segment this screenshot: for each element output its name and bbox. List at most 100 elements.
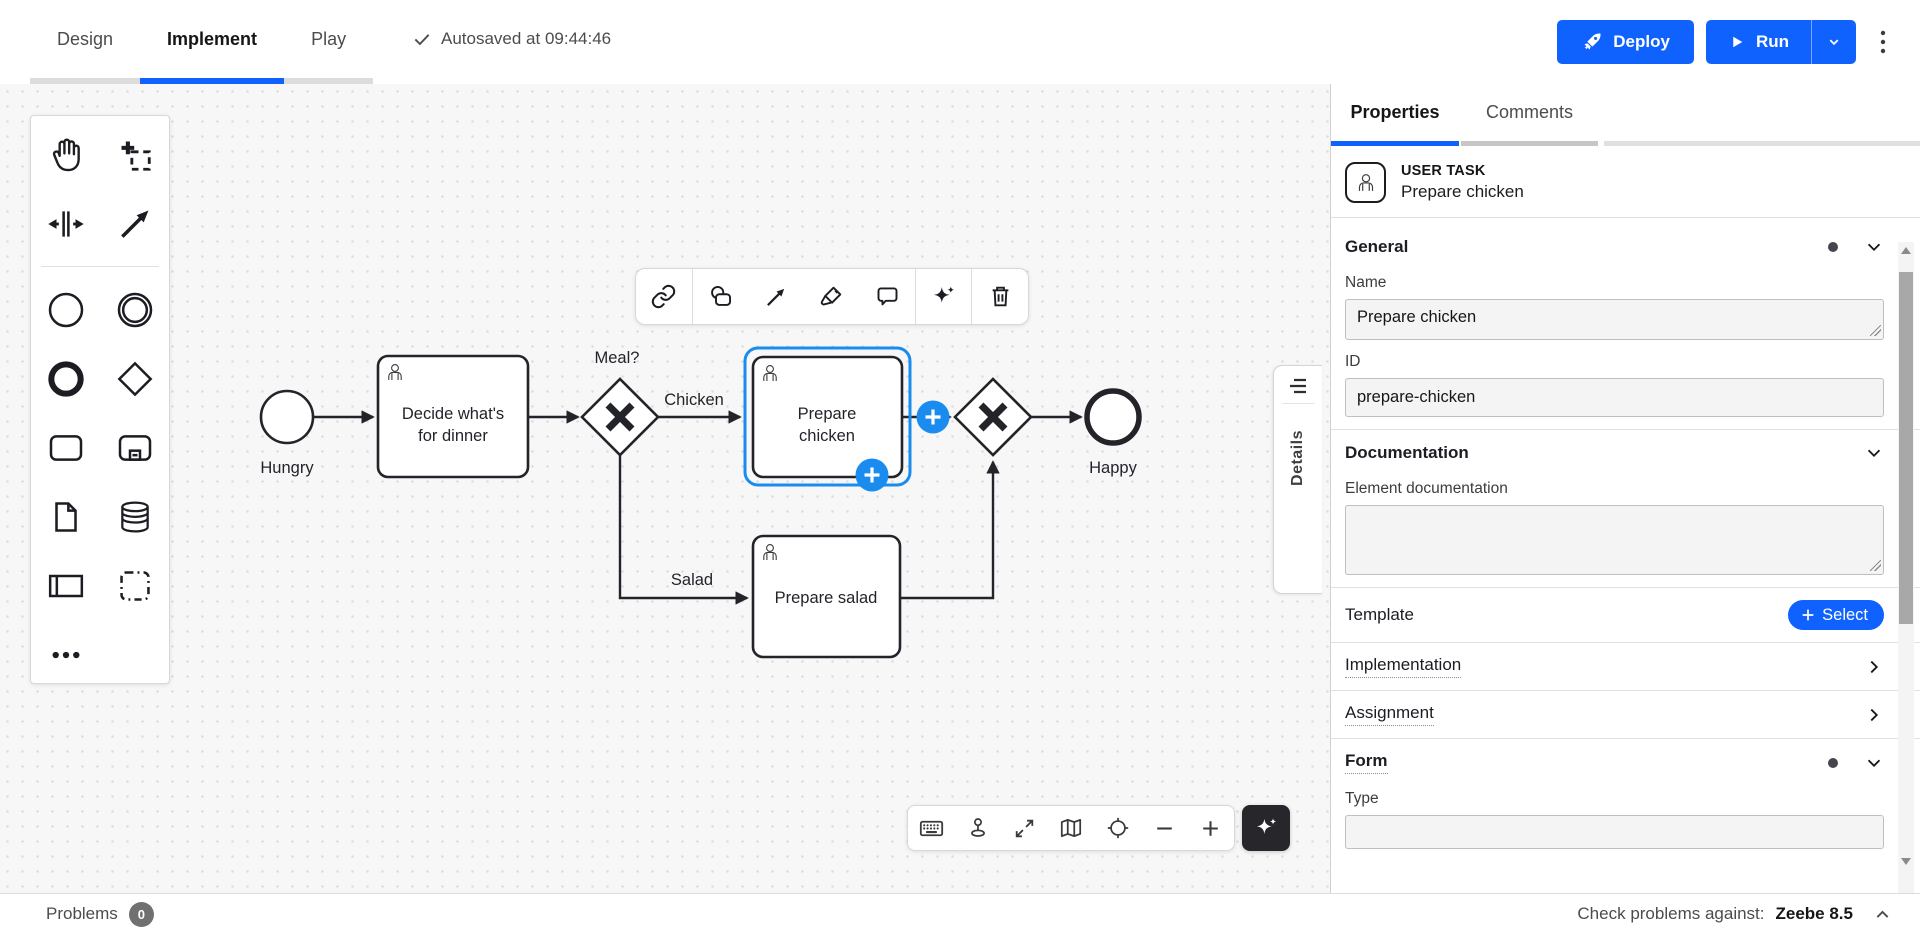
tab-comments[interactable]: Comments bbox=[1461, 84, 1598, 146]
chevron-right-icon bbox=[1864, 705, 1884, 725]
task-label: Prepare salad bbox=[775, 589, 878, 607]
form-type-label: Type bbox=[1345, 790, 1884, 808]
start-event-hungry[interactable] bbox=[261, 391, 313, 443]
task-decide-dinner[interactable]: Decide what's for dinner bbox=[378, 356, 528, 477]
task-prepare-chicken-selected[interactable]: Prepare chicken bbox=[753, 357, 902, 477]
section-title: Form bbox=[1345, 751, 1388, 774]
kebab-menu-icon[interactable] bbox=[1868, 20, 1898, 64]
list-lines-icon bbox=[1286, 375, 1310, 397]
end-event-icon[interactable] bbox=[31, 344, 100, 413]
deploy-label: Deploy bbox=[1613, 32, 1670, 52]
global-connect-tool-icon[interactable] bbox=[100, 189, 169, 258]
form-type-input[interactable] bbox=[1345, 815, 1884, 849]
chevron-up-icon bbox=[1873, 905, 1892, 924]
tab-play[interactable]: Play bbox=[284, 0, 373, 84]
run-button[interactable]: Run bbox=[1706, 20, 1812, 64]
rocket-icon bbox=[1581, 31, 1603, 53]
bpmn-canvas[interactable]: Hungry Decide what's for dinner Meal? Ch… bbox=[0, 84, 1330, 893]
end-event-happy[interactable] bbox=[1087, 391, 1139, 443]
tool-palette bbox=[30, 115, 170, 684]
zoom-out-icon[interactable] bbox=[1141, 806, 1188, 850]
participant-icon[interactable] bbox=[31, 551, 100, 620]
hand-tool-icon[interactable] bbox=[31, 120, 100, 189]
section-title: Implementation bbox=[1345, 655, 1461, 678]
problems-toggle[interactable]: Problems 0 bbox=[46, 902, 154, 927]
gateway-join[interactable] bbox=[955, 379, 1031, 455]
run-label: Run bbox=[1756, 32, 1789, 52]
deploy-button[interactable]: Deploy bbox=[1557, 20, 1694, 64]
details-tab[interactable]: Details bbox=[1273, 365, 1322, 594]
tab-design[interactable]: Design bbox=[30, 0, 140, 84]
trash-icon[interactable] bbox=[972, 269, 1028, 324]
data-store-icon[interactable] bbox=[100, 482, 169, 551]
play-icon bbox=[1728, 33, 1746, 51]
properties-scrollbar[interactable] bbox=[1898, 242, 1914, 893]
documentation-input[interactable] bbox=[1345, 505, 1884, 575]
connect-arrow-icon[interactable] bbox=[748, 269, 804, 324]
fit-viewport-icon[interactable] bbox=[1001, 806, 1048, 850]
properties-panel-tabs: Properties Comments bbox=[1331, 84, 1920, 146]
chevron-down-icon[interactable] bbox=[1864, 753, 1884, 773]
autosave-text: Autosaved at 09:44:46 bbox=[441, 29, 611, 49]
scroll-down-icon[interactable] bbox=[1901, 858, 1911, 865]
run-options-button[interactable] bbox=[1812, 20, 1856, 64]
mode-tabs: Design Implement Play bbox=[30, 0, 373, 84]
subprocess-icon[interactable] bbox=[100, 413, 169, 482]
comment-icon[interactable] bbox=[859, 269, 915, 324]
more-tools-icon[interactable] bbox=[31, 620, 100, 689]
problems-count-badge: 0 bbox=[129, 902, 154, 927]
crosshair-icon[interactable] bbox=[1094, 806, 1141, 850]
append-shape-icon[interactable] bbox=[693, 269, 749, 324]
lasso-tool-icon[interactable] bbox=[100, 120, 169, 189]
modified-dot-icon bbox=[1828, 758, 1838, 768]
task-icon[interactable] bbox=[31, 413, 100, 482]
sparkle-ai-icon[interactable] bbox=[916, 269, 972, 324]
token-pin-icon[interactable] bbox=[955, 806, 1002, 850]
name-input[interactable]: Prepare chicken bbox=[1345, 299, 1884, 340]
intermediate-event-icon[interactable] bbox=[100, 275, 169, 344]
section-general-header[interactable]: General bbox=[1345, 224, 1884, 270]
details-tab-label: Details bbox=[1289, 430, 1307, 486]
id-input[interactable] bbox=[1345, 378, 1884, 417]
flow-label-chicken: Chicken bbox=[664, 391, 724, 409]
data-object-icon[interactable] bbox=[31, 482, 100, 551]
chevron-right-icon bbox=[1864, 657, 1884, 677]
task-label: Prepare bbox=[798, 405, 857, 423]
tab-properties[interactable]: Properties bbox=[1331, 84, 1459, 146]
link-icon[interactable] bbox=[636, 269, 692, 324]
section-title: General bbox=[1345, 237, 1828, 257]
color-brush-icon[interactable] bbox=[804, 269, 860, 324]
section-assignment[interactable]: Assignment bbox=[1345, 691, 1884, 738]
keyboard-icon[interactable] bbox=[908, 806, 955, 850]
task-prepare-salad[interactable]: Prepare salad bbox=[753, 536, 900, 657]
tab-implement[interactable]: Implement bbox=[140, 0, 284, 84]
group-icon[interactable] bbox=[100, 551, 169, 620]
check-problems-against[interactable]: Check problems against: Zeebe 8.5 bbox=[1577, 904, 1892, 924]
append-plus-button-right[interactable] bbox=[917, 401, 950, 434]
gateway-meal[interactable] bbox=[582, 379, 658, 455]
scroll-up-icon[interactable] bbox=[1901, 247, 1911, 254]
problems-label: Problems bbox=[46, 904, 118, 924]
start-event-icon[interactable] bbox=[31, 275, 100, 344]
element-type: USER TASK bbox=[1401, 163, 1524, 179]
gateway-icon[interactable] bbox=[100, 344, 169, 413]
section-form-header[interactable]: Form bbox=[1345, 739, 1884, 786]
chevron-down-icon[interactable] bbox=[1864, 443, 1884, 463]
chevron-down-icon bbox=[1825, 33, 1843, 51]
minimap-icon[interactable] bbox=[1048, 806, 1095, 850]
tab-filler bbox=[1604, 84, 1920, 146]
chevron-down-icon[interactable] bbox=[1864, 237, 1884, 257]
template-select-button[interactable]: Select bbox=[1788, 600, 1884, 630]
plus-icon bbox=[1800, 607, 1816, 623]
ai-copilot-button[interactable] bbox=[1242, 805, 1290, 851]
end-event-label: Happy bbox=[1089, 459, 1137, 477]
zoom-in-icon[interactable] bbox=[1187, 806, 1234, 850]
append-plus-button-bottom[interactable] bbox=[856, 459, 889, 492]
section-documentation-header[interactable]: Documentation bbox=[1345, 430, 1884, 476]
section-implementation[interactable]: Implementation bbox=[1345, 643, 1884, 690]
space-tool-icon[interactable] bbox=[31, 189, 100, 258]
scrollbar-thumb[interactable] bbox=[1899, 272, 1913, 624]
name-field-label: Name bbox=[1345, 274, 1884, 292]
element-name: Prepare chicken bbox=[1401, 182, 1524, 202]
task-label: for dinner bbox=[418, 427, 488, 445]
